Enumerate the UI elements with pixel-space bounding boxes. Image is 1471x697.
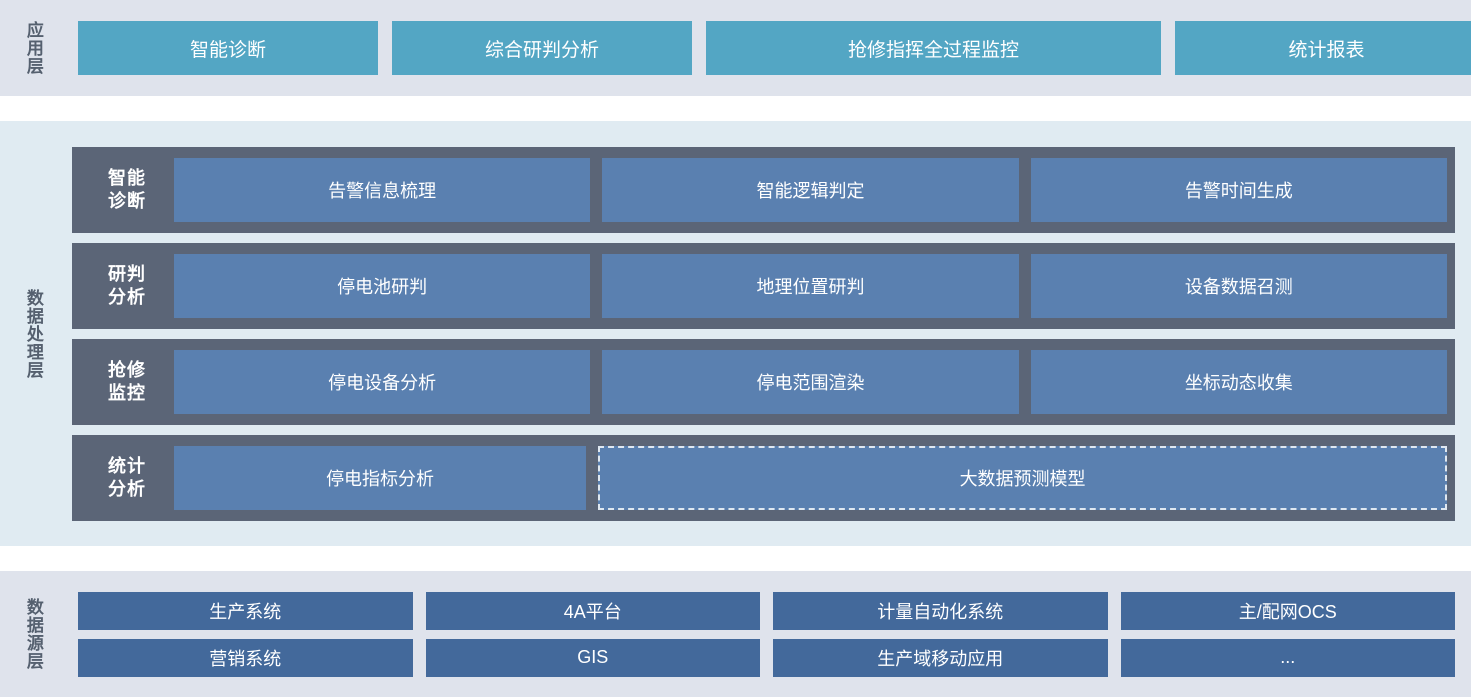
- data-source-layer-label: 数据源层: [23, 598, 43, 670]
- application-layer: 应用层 智能诊断 综合研判分析 抢修指挥全过程监控 统计报表: [0, 0, 1471, 96]
- app-box-statistical-report[interactable]: 统计报表: [1175, 21, 1471, 75]
- app-box-comprehensive-analysis[interactable]: 综合研判分析: [392, 21, 692, 75]
- source-box-production-system[interactable]: 生产系统: [78, 591, 413, 630]
- app-box-repair-command-monitoring[interactable]: 抢修指挥全过程监控: [706, 21, 1161, 75]
- proc-row-intelligent-diagnosis: 智能 诊断 告警信息梳理 智能逻辑判定 告警时间生成: [72, 146, 1455, 233]
- proc-row-label-line2: 分析: [108, 286, 146, 307]
- proc-cell-intelligent-logic-judgment[interactable]: 智能逻辑判定: [602, 157, 1019, 222]
- data-source-layer: 数据源层 生产系统 4A平台 计量自动化系统 主/配网OCS 营销系统 GIS …: [0, 571, 1471, 697]
- data-source-layer-body: 生产系统 4A平台 计量自动化系统 主/配网OCS 营销系统 GIS 生产域移动…: [66, 571, 1471, 697]
- proc-row-label-statistical-analysis: 统计 分析: [80, 455, 174, 500]
- proc-cell-device-data-polling[interactable]: 设备数据召测: [1030, 253, 1447, 318]
- spacer-app-proc: [0, 96, 1471, 121]
- data-processing-layer-body: 智能 诊断 告警信息梳理 智能逻辑判定 告警时间生成 研判 分析 停电池研判 地…: [66, 121, 1471, 546]
- proc-row-label-line1: 统计: [108, 456, 146, 476]
- proc-cell-geographic-location-judgment[interactable]: 地理位置研判: [602, 253, 1019, 318]
- proc-cell-big-data-prediction-model[interactable]: 大数据预测模型: [598, 445, 1447, 510]
- proc-row-label-repair-monitoring: 抢修 监控: [80, 359, 174, 404]
- proc-row-label-line1: 抢修: [108, 360, 146, 380]
- proc-cells: 停电池研判 地理位置研判 设备数据召测: [174, 253, 1447, 318]
- source-box-more[interactable]: ...: [1120, 638, 1455, 677]
- proc-row-repair-monitoring: 抢修 监控 停电设备分析 停电范围渲染 坐标动态收集: [72, 338, 1455, 425]
- proc-row-label-line2: 监控: [108, 382, 146, 403]
- app-box-intelligent-diagnosis[interactable]: 智能诊断: [78, 21, 378, 75]
- source-box-4a-platform[interactable]: 4A平台: [425, 591, 760, 630]
- application-layer-label: 应用层: [23, 21, 43, 75]
- proc-row-label-line1: 智能: [108, 168, 146, 188]
- proc-row-statistical-analysis: 统计 分析 停电指标分析 大数据预测模型: [72, 434, 1455, 521]
- source-box-main-distribution-ocs[interactable]: 主/配网OCS: [1120, 591, 1455, 630]
- proc-cell-coordinate-dynamic-collection[interactable]: 坐标动态收集: [1030, 349, 1447, 414]
- application-layer-body: 智能诊断 综合研判分析 抢修指挥全过程监控 统计报表: [66, 0, 1471, 96]
- proc-cell-alarm-time-generation[interactable]: 告警时间生成: [1030, 157, 1447, 222]
- proc-cell-outage-range-rendering[interactable]: 停电范围渲染: [602, 349, 1019, 414]
- source-box-gis[interactable]: GIS: [425, 638, 760, 677]
- data-processing-layer: 数据处理层 智能 诊断 告警信息梳理 智能逻辑判定 告警时间生成 研判 分析: [0, 121, 1471, 546]
- proc-row-label-line2: 诊断: [108, 190, 146, 211]
- source-row: 营销系统 GIS 生产域移动应用 ...: [78, 638, 1455, 677]
- proc-row-label-line1: 研判: [108, 264, 146, 284]
- source-box-production-mobile-app[interactable]: 生产域移动应用: [773, 638, 1108, 677]
- proc-row-label-line2: 分析: [108, 478, 146, 499]
- proc-cells: 停电指标分析 大数据预测模型: [174, 445, 1447, 510]
- source-row: 生产系统 4A平台 计量自动化系统 主/配网OCS: [78, 591, 1455, 630]
- proc-row-label-judgment-analysis: 研判 分析: [80, 263, 174, 308]
- data-processing-layer-label: 数据处理层: [23, 288, 43, 379]
- spacer-proc-source: [0, 546, 1471, 571]
- proc-cell-alarm-info-sorting[interactable]: 告警信息梳理: [174, 157, 591, 222]
- proc-cell-outage-device-analysis[interactable]: 停电设备分析: [174, 349, 591, 414]
- proc-row-judgment-analysis: 研判 分析 停电池研判 地理位置研判 设备数据召测: [72, 242, 1455, 329]
- proc-cell-outage-pool-judgment[interactable]: 停电池研判: [174, 253, 591, 318]
- proc-cells: 停电设备分析 停电范围渲染 坐标动态收集: [174, 349, 1447, 414]
- source-box-marketing-system[interactable]: 营销系统: [78, 638, 413, 677]
- proc-cells: 告警信息梳理 智能逻辑判定 告警时间生成: [174, 157, 1447, 222]
- proc-cell-outage-index-analysis[interactable]: 停电指标分析: [174, 445, 587, 510]
- proc-row-label-intelligent-diagnosis: 智能 诊断: [80, 167, 174, 212]
- source-box-metering-automation-system[interactable]: 计量自动化系统: [773, 591, 1108, 630]
